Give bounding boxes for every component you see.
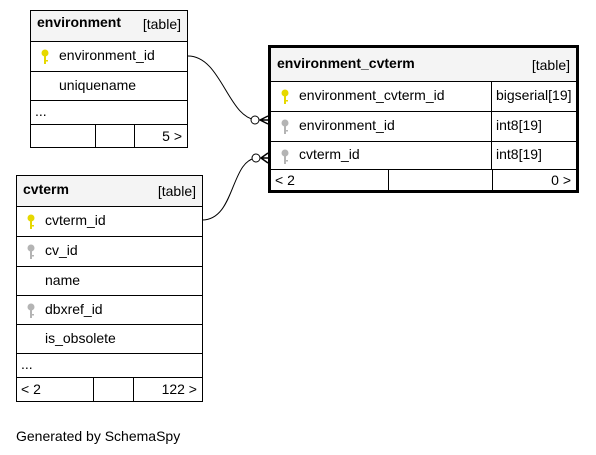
column-row[interactable]: uniquename xyxy=(31,71,187,100)
footer-middle-cell xyxy=(93,378,133,401)
column-row[interactable]: dbxref_id xyxy=(17,295,202,324)
column-row[interactable]: cvterm_id int8[19] xyxy=(271,141,576,169)
link-cvterm-crowfoot xyxy=(260,152,269,164)
column-name: cv_id xyxy=(45,242,78,258)
footer-left-cell[interactable] xyxy=(31,125,95,147)
column-name: cvterm_id xyxy=(45,212,106,228)
parent-count: < 2 xyxy=(21,381,41,397)
link-cvterm-optional-marker xyxy=(251,153,261,163)
link-environment-crowfoot xyxy=(259,115,269,125)
column-type: bigserial[19] xyxy=(496,87,572,103)
child-count: 5 > xyxy=(162,128,182,144)
parent-count: < 2 xyxy=(275,172,295,188)
column-type-cell: bigserial[19] xyxy=(491,82,576,111)
footer-left-cell[interactable]: < 2 xyxy=(271,170,388,190)
more-columns-row[interactable]: ... xyxy=(17,353,202,377)
link-cvterm-to-environment-cvterm xyxy=(201,157,268,221)
table-type-label: [table] xyxy=(142,16,181,32)
foreign-key-icon xyxy=(27,303,35,318)
table-name: cvterm xyxy=(23,181,69,197)
column-type-cell: int8[19] xyxy=(491,142,576,169)
child-count: 0 > xyxy=(551,172,571,188)
footer-left-cell[interactable]: < 2 xyxy=(17,378,93,401)
table-environment-cvterm[interactable]: environment_cvterm [table] environment_c… xyxy=(268,45,579,193)
more-columns-ellipsis: ... xyxy=(21,356,33,372)
column-type: int8[19] xyxy=(496,146,542,162)
column-row[interactable]: environment_id int8[19] xyxy=(271,111,576,141)
table-type-label: [table] xyxy=(157,183,196,199)
primary-key-icon xyxy=(41,49,49,64)
table-name: environment_cvterm xyxy=(277,55,415,71)
footer-right-cell[interactable]: 0 > xyxy=(492,170,576,190)
child-count: 122 > xyxy=(161,381,197,397)
column-name: uniquename xyxy=(59,77,137,93)
footer-right-cell[interactable]: 5 > xyxy=(134,125,187,147)
table-environment[interactable]: environment [table] environment_id uniqu… xyxy=(30,10,188,148)
column-name: is_obsolete xyxy=(45,330,116,346)
foreign-key-icon xyxy=(27,244,35,259)
generated-by-note: Generated by SchemaSpy xyxy=(16,428,181,444)
column-row[interactable]: is_obsolete xyxy=(17,324,202,353)
table-header: cvterm [table] xyxy=(17,176,202,206)
table-header: environment_cvterm [table] xyxy=(271,48,576,81)
column-name: environment_cvterm_id xyxy=(299,87,445,103)
column-name: cvterm_id xyxy=(299,146,360,162)
column-row[interactable]: cv_id xyxy=(17,236,202,266)
link-environment-optional-marker xyxy=(250,115,260,125)
table-cvterm[interactable]: cvterm [table] cvterm_id cv_id name xyxy=(16,175,203,402)
column-row[interactable]: environment_cvterm_id bigserial[19] xyxy=(271,81,576,111)
footer-right-cell[interactable]: 122 > xyxy=(133,378,202,401)
column-name: dbxref_id xyxy=(45,301,103,317)
table-name: environment xyxy=(37,14,122,30)
column-row[interactable]: cvterm_id xyxy=(17,206,202,236)
column-type: int8[19] xyxy=(496,117,542,133)
primary-key-icon xyxy=(281,89,289,104)
column-name: environment_id xyxy=(299,117,395,133)
foreign-key-icon xyxy=(281,149,289,164)
table-footer: 5 > xyxy=(31,124,187,147)
column-row[interactable]: environment_id xyxy=(31,41,187,71)
column-name: name xyxy=(45,272,81,288)
footer-middle-cell xyxy=(95,125,134,147)
footer-middle-cell xyxy=(388,170,492,190)
more-columns-row[interactable]: ... xyxy=(31,100,187,124)
foreign-key-icon xyxy=(281,119,289,134)
column-type-cell: int8[19] xyxy=(491,112,576,141)
table-header: environment [table] xyxy=(31,11,187,41)
table-footer: < 2 122 > xyxy=(17,377,202,401)
table-footer: < 2 0 > xyxy=(271,169,576,190)
table-type-label: [table] xyxy=(531,57,570,73)
link-environment-to-environment-cvterm xyxy=(187,55,268,121)
more-columns-ellipsis: ... xyxy=(35,103,47,119)
column-name: environment_id xyxy=(59,47,155,63)
column-row[interactable]: name xyxy=(17,266,202,295)
primary-key-icon xyxy=(27,214,35,229)
